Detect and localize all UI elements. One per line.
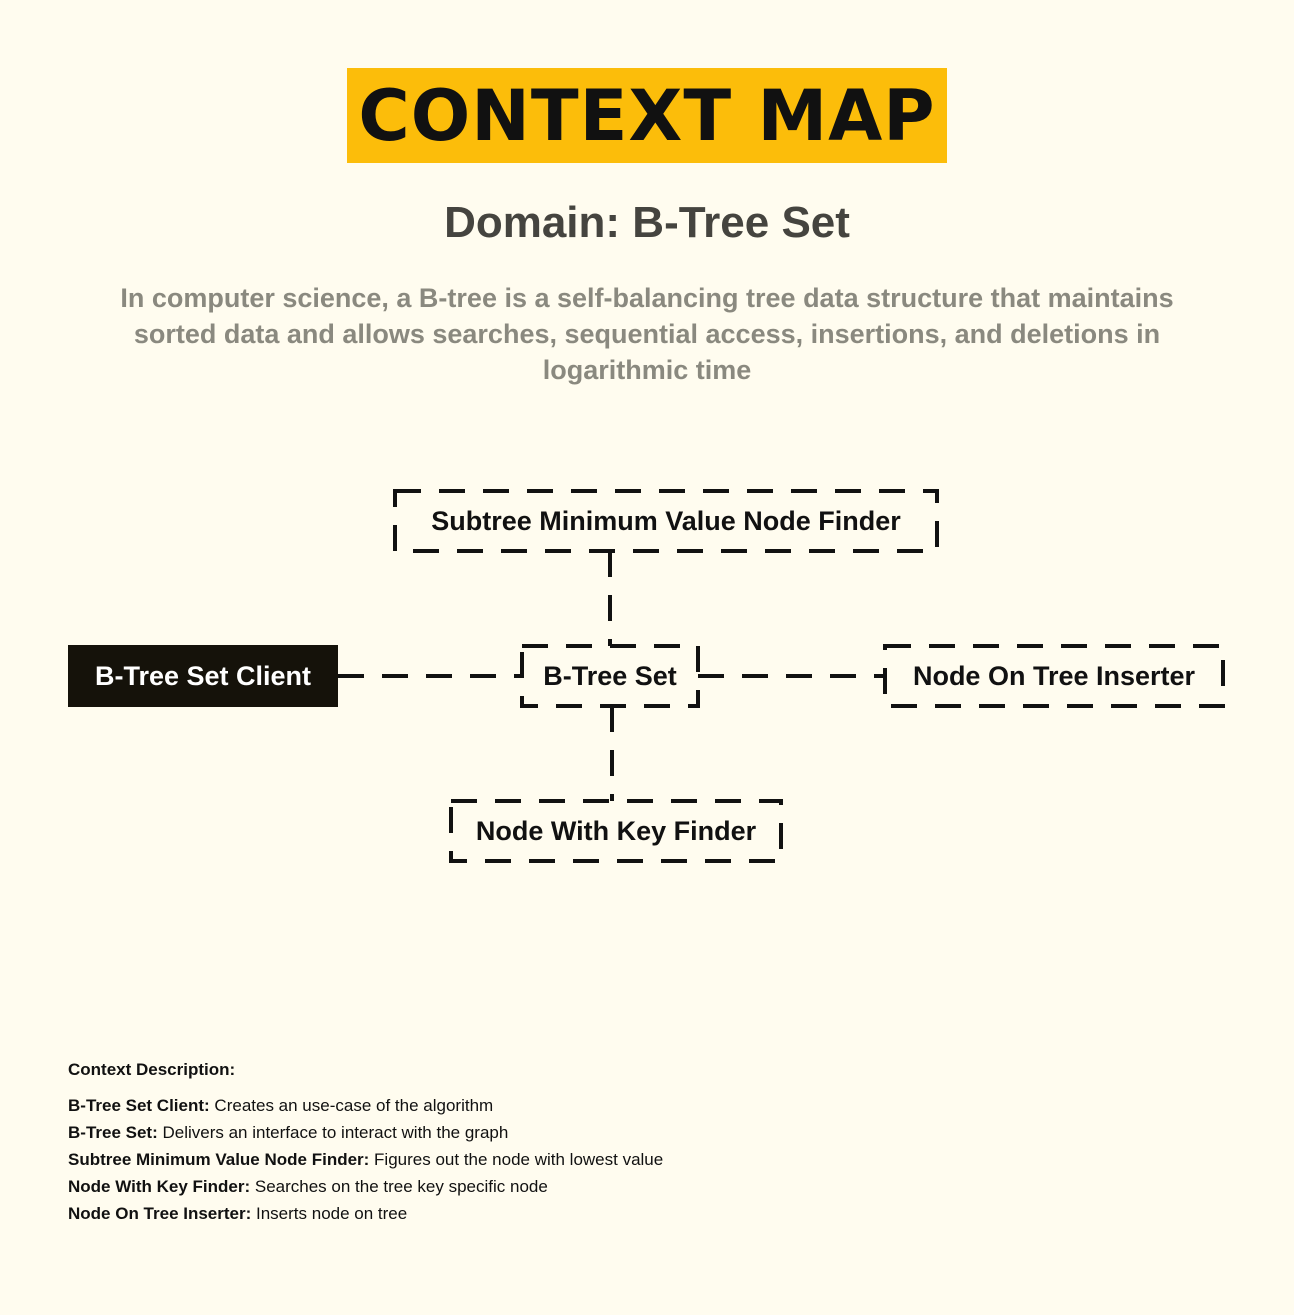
node-node-with-key-finder[interactable]: Node With Key Finder [475,815,757,846]
legend-item: Subtree Minimum Value Node Finder: Figur… [68,1146,663,1173]
node-b-tree-set-client[interactable]: B-Tree Set Client [68,645,338,707]
legend-text: Searches on the tree key specific node [250,1177,548,1196]
legend-term: Node On Tree Inserter: [68,1204,252,1223]
node-subtree-minimum-value-node-finder[interactable]: Subtree Minimum Value Node Finder [431,505,901,536]
legend-item: Node With Key Finder: Searches on the tr… [68,1173,663,1200]
legend-term: B-Tree Set: [68,1123,158,1142]
legend-term: Subtree Minimum Value Node Finder: [68,1150,370,1169]
domain-description: In computer science, a B-tree is a self-… [120,283,1174,385]
domain-subtitle: Domain: B-Tree Set [444,198,850,247]
legend-item: Node On Tree Inserter: Inserts node on t… [68,1200,663,1227]
legend-text: Delivers an interface to interact with t… [157,1123,509,1142]
node-node-on-tree-inserter[interactable]: Node On Tree Inserter [912,660,1196,691]
page-title: CONTEXT MAP [347,68,947,163]
context-description: Context Description: B-Tree Set Client: … [68,1056,663,1227]
legend-item: B-Tree Set Client: Creates an use-case o… [68,1092,663,1119]
legend-item: B-Tree Set: Delivers an interface to int… [68,1119,663,1146]
legend-term: Node With Key Finder: [68,1177,251,1196]
node-border-bottom [449,799,783,863]
legend-text: Figures out the node with lowest value [369,1150,664,1169]
legend-text: Creates an use-case of the algorithm [209,1096,494,1115]
legend-term: B-Tree Set Client: [68,1096,210,1115]
node-border-right [883,644,1225,708]
node-border-top [393,489,939,553]
node-b-tree-set[interactable]: B-Tree Set [543,660,677,691]
context-description-heading: Context Description: [68,1060,236,1079]
legend-text: Inserts node on tree [251,1204,408,1223]
node-border-core [520,644,700,708]
